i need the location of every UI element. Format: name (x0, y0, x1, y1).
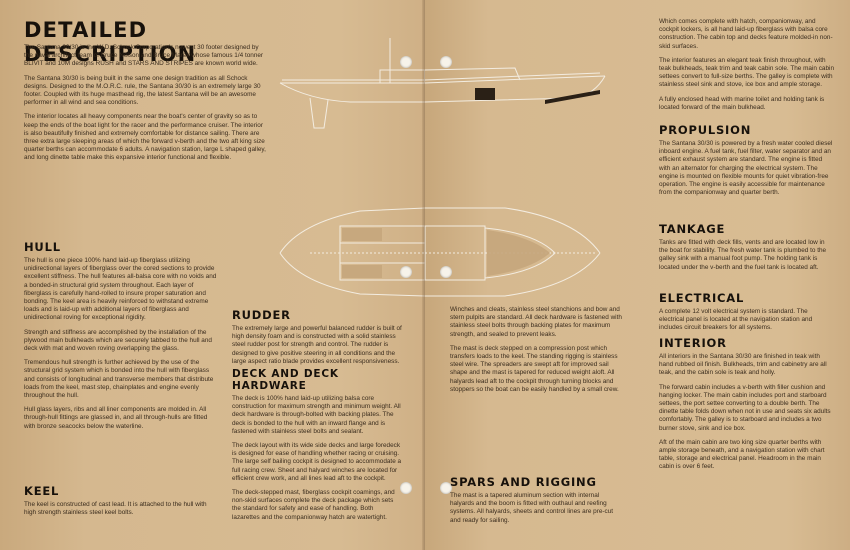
propulsion-section: PROPULSION The Santana 30/30 is powered … (659, 123, 834, 203)
keel-section: KEEL The keel is constructed of cast lea… (24, 484, 219, 523)
boat-drawing-right (425, 28, 625, 298)
intro-paragraph: The Santana 30/30 is being built in the … (24, 74, 261, 107)
tankage-paragraph: Tanks are fitted with deck fills, vents … (659, 239, 827, 271)
binder-hole (400, 266, 412, 278)
tankage-section: TANKAGE Tanks are fitted with deck fills… (659, 222, 834, 278)
hull-paragraph: The hull is one piece 100% hand laid-up … (24, 257, 217, 322)
intro-paragraph: The interior locates all heavy component… (24, 113, 266, 162)
rigging-column: Winches and cleats, stainless steel stan… (450, 306, 622, 400)
electrical-section: ELECTRICAL A complete 12 volt electrical… (659, 291, 834, 339)
rigging-paragraph: Winches and cleats, stainless steel stan… (450, 306, 622, 338)
right-intro-paragraph: Which comes complete with hatch, compani… (659, 18, 833, 50)
deck-heading: DECK AND DECK HARDWARE (232, 368, 339, 392)
hull-paragraph: Strength and stiffness are accomplished … (24, 328, 212, 353)
intro-paragraph: The Santana 30/30 is the W.D. Schock Cor… (24, 44, 264, 68)
spars-heading: SPARS AND RIGGING (450, 475, 597, 489)
rudder-paragraph: The extremely large and powerful balance… (232, 325, 402, 365)
tankage-heading: TANKAGE (659, 222, 726, 236)
intro-text: The Santana 30/30 is the W.D. Schock Cor… (24, 44, 268, 169)
electrical-heading: ELECTRICAL (659, 291, 745, 305)
right-intro-paragraph: A fully enclosed head with marine toilet… (659, 95, 825, 111)
left-page: DETAILED DESCRIPTION The Santana 30/30 i… (0, 0, 425, 550)
interior-heading: INTERIOR (659, 336, 727, 350)
rudder-heading: RUDDER (232, 308, 291, 322)
interior-paragraph: All interiors in the Santana 30/30 are f… (659, 353, 827, 377)
binder-hole (440, 482, 452, 494)
interior-section: INTERIOR All interiors in the Santana 30… (659, 336, 834, 478)
deck-paragraph: The deck layout with its wide side decks… (232, 442, 402, 482)
deck-section: DECK AND DECK HARDWARE The deck is 100% … (232, 368, 402, 528)
interior-paragraph: Aft of the main cabin are two king size … (659, 438, 825, 471)
spars-paragraph: The mast is a tapered aluminum section w… (450, 492, 614, 524)
hull-section: HULL The hull is one piece 100% hand lai… (24, 240, 219, 437)
rigging-paragraph: The mast is deck stepped on a compressio… (450, 344, 619, 393)
interior-paragraph: The forward cabin includes a v-berth wit… (659, 383, 831, 432)
binder-hole (400, 482, 412, 494)
boat-drawing-left (270, 28, 425, 298)
spars-section: SPARS AND RIGGING The mast is a tapered … (450, 475, 622, 531)
binder-hole (400, 56, 412, 68)
title-block: DETAILED DESCRIPTION (24, 18, 324, 66)
binder-hole (440, 56, 452, 68)
binder-hole (440, 266, 452, 278)
electrical-paragraph: A complete 12 volt electrical system is … (659, 308, 813, 332)
hull-paragraph: Hull glass layers, ribs and all liner co… (24, 406, 208, 430)
deck-paragraph: The deck-stepped mast, fiberglass cockpi… (232, 489, 395, 521)
right-intro-paragraph: The interior features an elegant teak fi… (659, 56, 835, 89)
propulsion-paragraph: The Santana 30/30 is powered by a fresh … (659, 140, 833, 197)
right-page: Winches and cleats, stainless steel stan… (425, 0, 850, 550)
hull-paragraph: Tremendous hull strength is further achi… (24, 359, 214, 400)
propulsion-heading: PROPULSION (659, 123, 752, 137)
page-title: DETAILED DESCRIPTION (24, 18, 197, 66)
rudder-section: RUDDER The extremely large and powerful … (232, 308, 402, 372)
right-intro: Which comes complete with hatch, compani… (659, 18, 834, 118)
deck-paragraph: The deck is 100% hand laid-up utilizing … (232, 395, 401, 435)
hull-heading: HULL (24, 240, 61, 254)
keel-heading: KEEL (24, 484, 60, 498)
keel-paragraph: The keel is constructed of cast lead. It… (24, 501, 207, 517)
